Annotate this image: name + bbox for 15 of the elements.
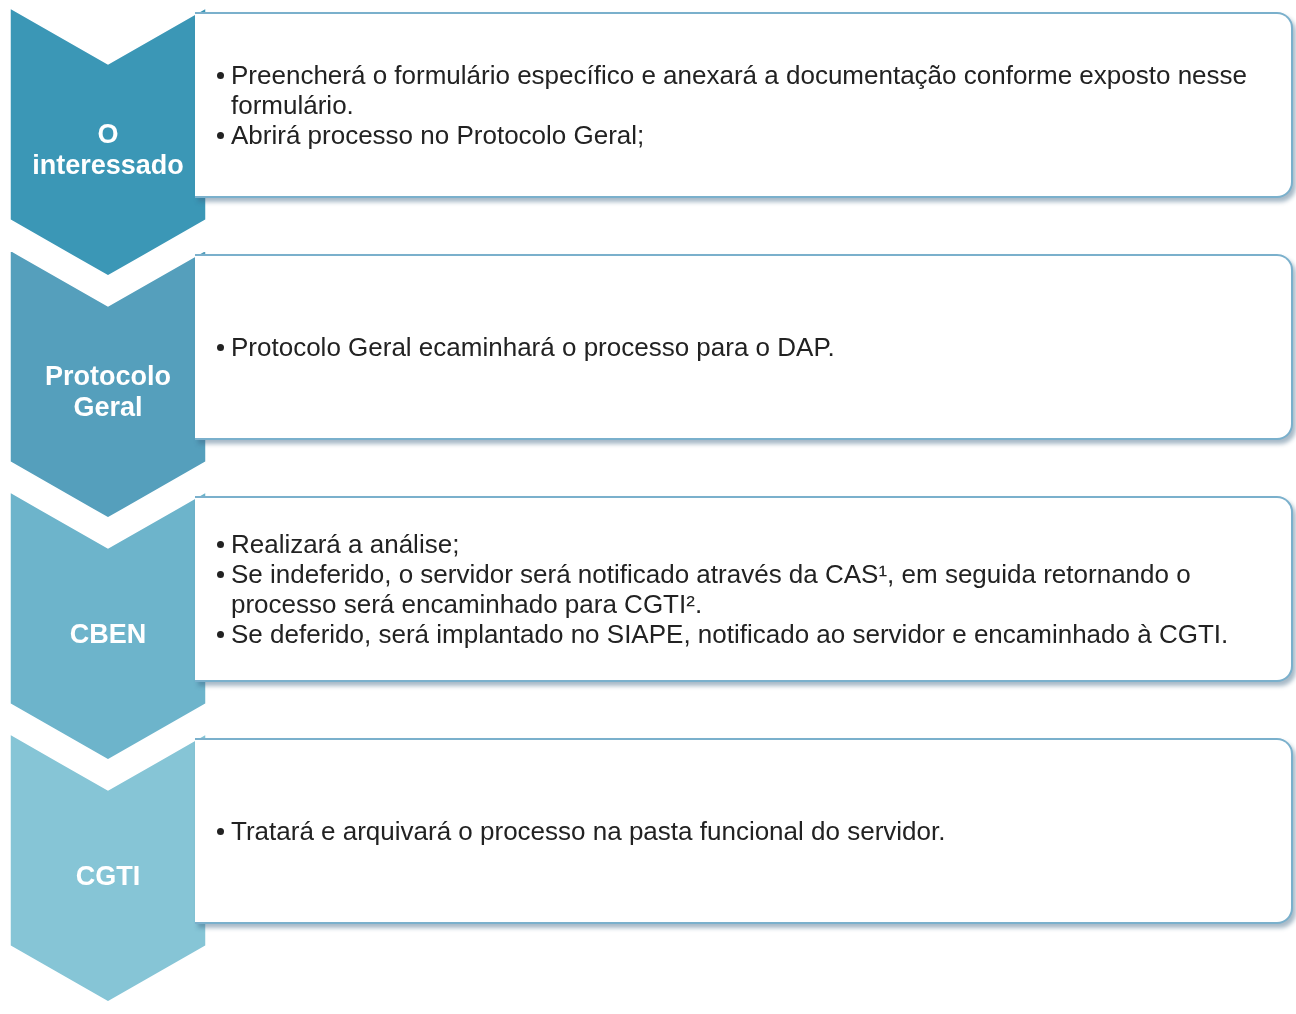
text-panel [195, 254, 1293, 440]
bullet-text: Realizará a análise; [231, 529, 461, 559]
step-label: O interessado [31, 119, 185, 181]
bullet-text: Preencherá o formulário específico e anexará a documentação conforme exposto nesse formulário. [231, 60, 1249, 120]
bullet-text: Abrirá processo no Protocolo Geral; [231, 120, 646, 150]
bullet-text: Se deferido, será implantado no SIAPE, notificado ao servidor e encaminhado à CGTI. [231, 619, 1230, 649]
text-panel [195, 738, 1293, 924]
text-panel [195, 12, 1293, 198]
step-label: CBEN [68, 618, 148, 650]
step-label: Protocolo Geral [44, 361, 172, 423]
text-panel [195, 496, 1293, 682]
step-label: CGTI [74, 860, 142, 892]
bullet-text: Protocolo Geral ecaminhará o processo para o DAP. [231, 332, 836, 362]
bullet-text: Tratará e arquivará o processo na pasta funcional do servidor. [231, 816, 947, 846]
bullet-text: Se indeferido, o servidor será notificado através da CAS¹, em seguida retornando o processo será encaminhado para CGTI². [231, 559, 1192, 619]
